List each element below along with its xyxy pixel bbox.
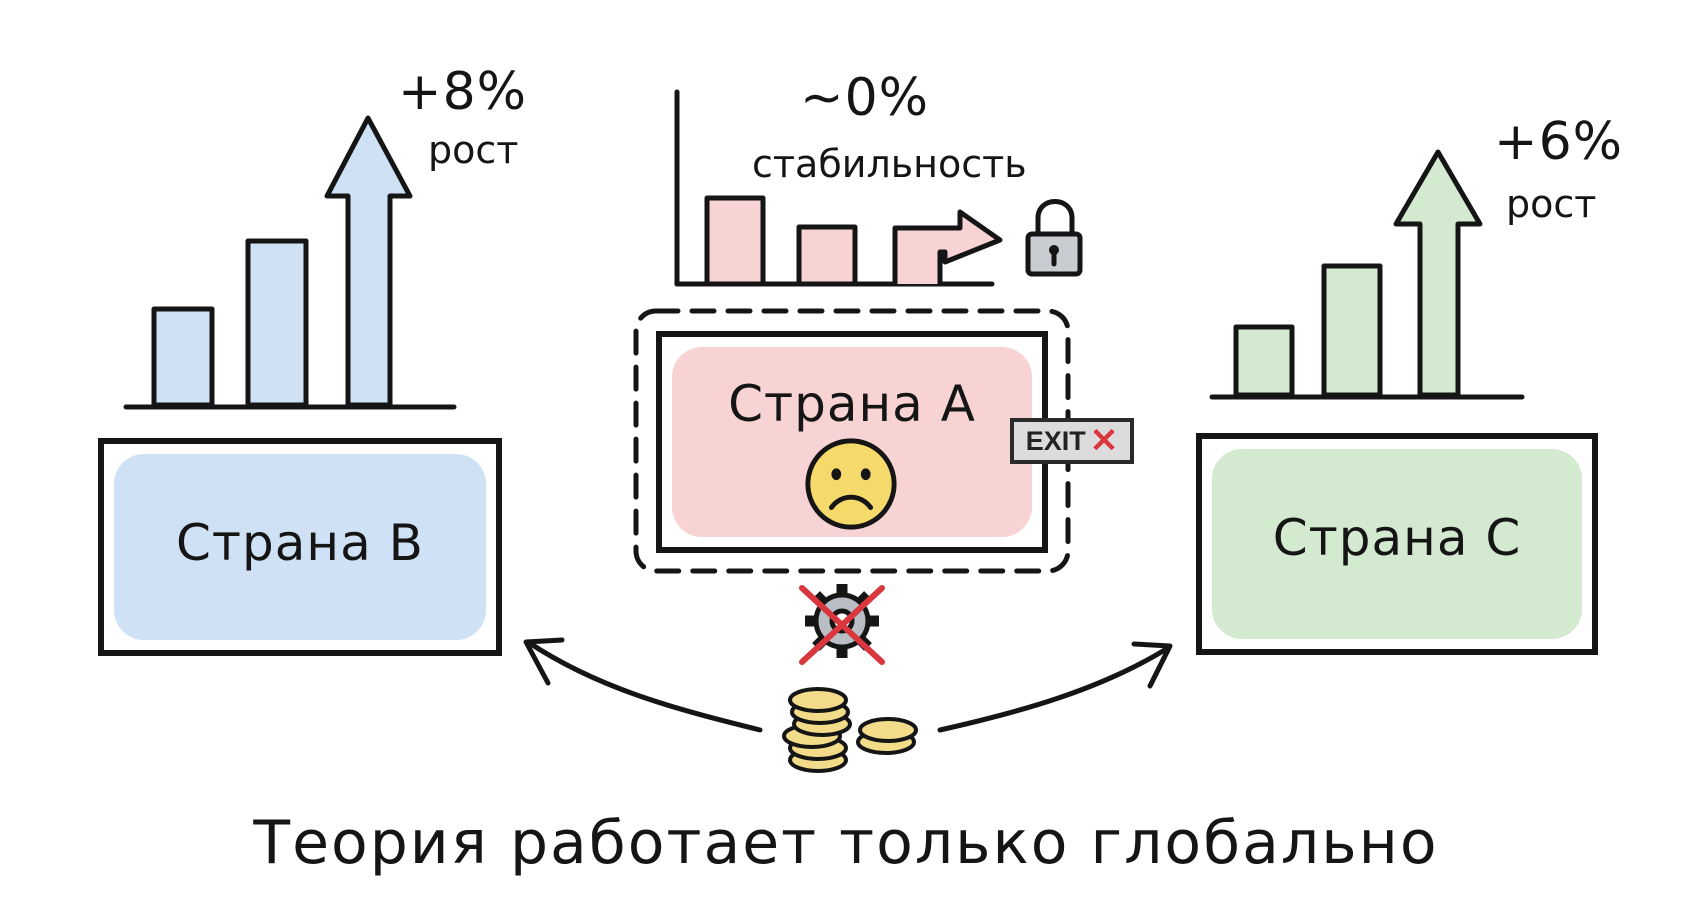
country-c-name: Страна С	[1272, 509, 1522, 567]
country-a-name: Страна А	[728, 375, 976, 433]
country-b-bar-1	[151, 306, 215, 408]
country-b-note: рост	[428, 128, 519, 172]
exit-x-icon: ✕	[1089, 422, 1119, 460]
country-c-bar-1	[1233, 324, 1295, 398]
country-a-box: Страна А	[656, 331, 1048, 553]
crossed-gear-icon	[799, 584, 885, 665]
arrow-to-country-c-icon	[937, 645, 1171, 733]
country-c-box: Страна С	[1196, 433, 1598, 655]
country-a-stability-chart	[674, 89, 1003, 287]
lock-icon	[1025, 199, 1083, 277]
arrow-to-country-b-head	[523, 637, 565, 686]
arrow-to-country-c-head	[1131, 641, 1173, 689]
country-b-bar-2	[245, 238, 309, 408]
country-a-note: стабильность	[752, 142, 1027, 186]
country-c-note: рост	[1506, 182, 1597, 226]
country-b-fill	[114, 454, 486, 640]
country-b-arrow-icon	[324, 115, 413, 408]
country-a-bar-2	[796, 224, 858, 287]
country-a-flat-arrow-icon	[892, 209, 1003, 287]
country-a-trend: ~0%	[800, 68, 930, 128]
arrow-to-country-b-icon	[525, 639, 763, 733]
sad-face-icon	[805, 438, 897, 530]
country-b-trend: +8%	[398, 62, 528, 122]
country-c-bar-2	[1321, 263, 1383, 398]
exit-label: EXIT	[1025, 425, 1086, 456]
country-b-name: Страна В	[176, 514, 424, 572]
country-a-dashed-frame	[633, 308, 1071, 574]
country-b-box: Страна В	[98, 438, 502, 656]
country-c-fill	[1212, 449, 1582, 639]
country-c-trend: +6%	[1494, 112, 1624, 172]
country-c-arrow-icon	[1393, 149, 1483, 398]
exit-sign: EXIT ✕	[1010, 418, 1134, 464]
country-b-growth-chart	[123, 115, 457, 410]
coins-icon	[782, 687, 918, 773]
country-c-growth-chart	[1209, 149, 1525, 400]
caption: Теория работает только глобально	[253, 808, 1439, 878]
country-a-bar-1	[704, 195, 766, 287]
